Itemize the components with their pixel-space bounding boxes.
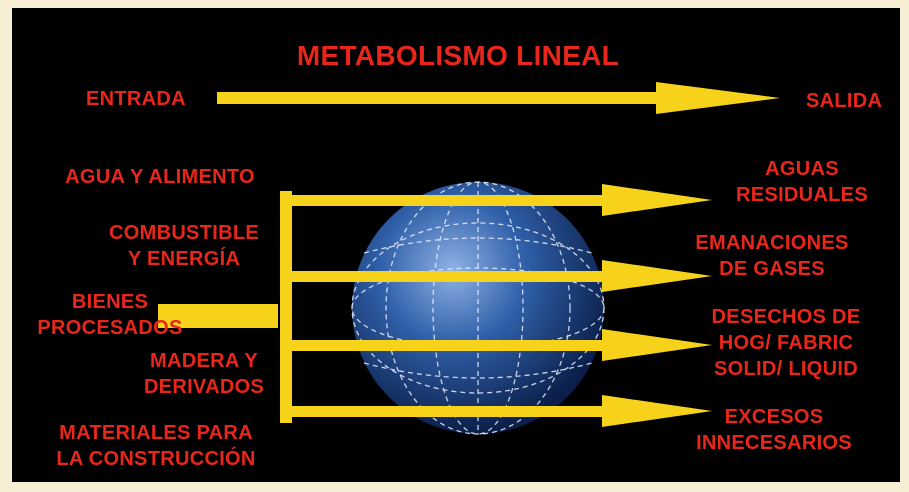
output-arrow-3 [292,329,712,361]
input-label-agua: AGUA Y ALIMENTO [65,166,255,188]
input-label-combustible: COMBUSTIBLE Y ENERGÍA [109,222,259,270]
output-label-aguas: AGUAS RESIDUALES [736,158,868,206]
input-label-madera: MADERA Y DERIVADOS [143,350,265,398]
diagram-title: METABOLISMO LINEAL [296,40,620,71]
input-feed-bar [158,304,278,328]
output-label-emanaciones: EMANACIONES DE GASES [695,232,849,280]
output-arrow-2 [292,260,712,292]
output-arrow-4 [292,395,712,427]
input-label-bienes: BIENES PROCESADOS [37,291,183,339]
diagram-panel: METABOLISMO LINEAL ENTRADA SALIDA AGUA Y… [12,8,900,482]
output-label-desechos: DESECHOS DE HOG/ FABRIC SOLID/ LIQUID [711,306,861,380]
output-arrow-1 [292,184,712,216]
input-label-materiales: MATERIALES PARA LA CONSTRUCCIÓN [56,422,256,470]
entrada-label: ENTRADA [86,88,186,110]
salida-label: SALIDA [806,90,883,112]
globe-icon [351,181,605,435]
output-label-excesos: EXCESOS INNECESARIOS [696,406,852,454]
entrada-salida-arrow [217,82,780,114]
arrows-layer [158,82,780,435]
collector-bar [280,191,292,423]
